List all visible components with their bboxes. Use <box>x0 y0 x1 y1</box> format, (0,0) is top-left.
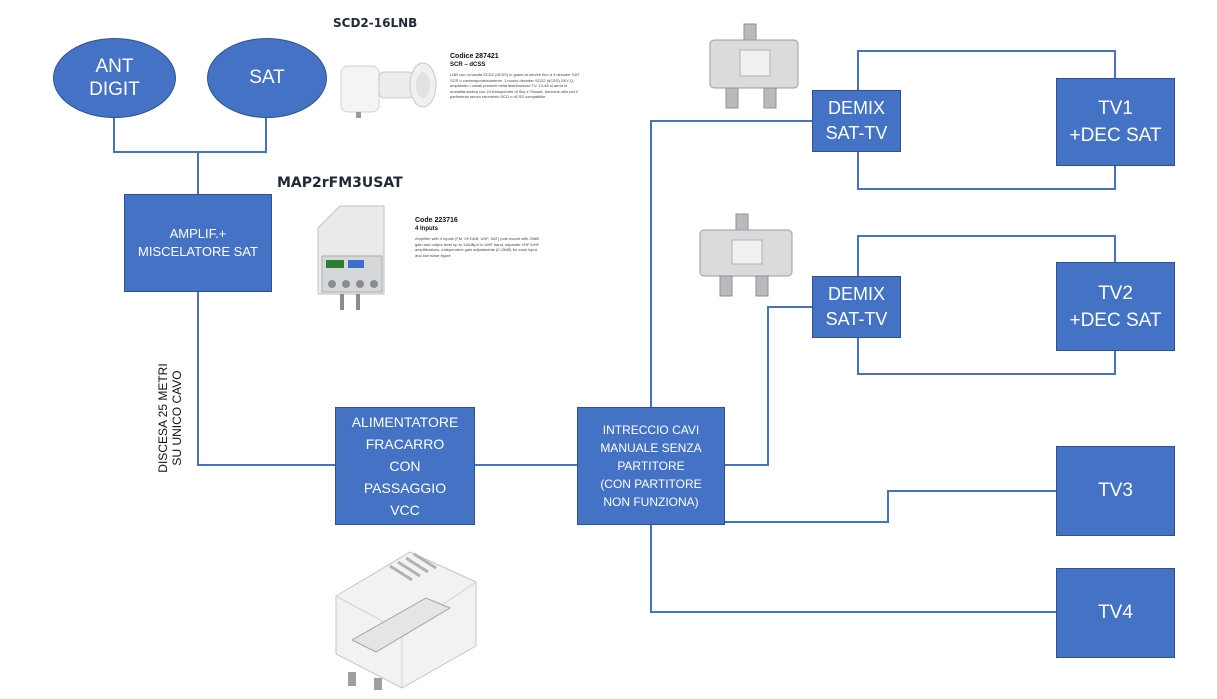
wire-amp-to-psu <box>197 292 335 466</box>
wire-demix2-loop <box>857 235 1116 276</box>
amplifier-description: Amplifier with 4 inputs (FM, III+DAB, UH… <box>415 236 540 258</box>
lnb-model-label: SCD2-16LNB <box>333 16 418 30</box>
lnb-subtitle: SCR – dCSS <box>450 62 486 68</box>
lnb-image <box>337 58 437 118</box>
amplifier-code: Code 223716 <box>415 217 458 224</box>
wire-demix2-to-tv2 <box>857 338 1116 375</box>
demix-box-1: DEMIX SAT-TV <box>812 90 901 152</box>
cable-drop-label: DISCESA 25 METRI SU UNICO CAVO <box>156 363 184 473</box>
wire-demix1-loop <box>857 50 1116 90</box>
tv3-box: TV3 <box>1056 446 1175 536</box>
tv1-box: TV1 +DEC SAT <box>1056 78 1175 166</box>
lnb-spec: Codice 287421 SCR – dCSS LNB con un'usci… <box>450 52 580 100</box>
wire-junction-to-tv4 <box>650 525 1056 613</box>
amplifier-subtitle: 4 Inputs <box>415 226 439 232</box>
wire-junction-to-demix1 <box>650 120 812 407</box>
ant-digit-node: ANT DIGIT <box>53 38 176 118</box>
amplifier-mixer-box: AMPLIF.+ MISCELATORE SAT <box>124 194 272 292</box>
wire-junction-to-tv3 <box>725 490 1056 523</box>
power-supply-box: ALIMENTATORE FRACARRO CON PASSAGGIO VCC <box>335 407 475 525</box>
lnb-description: LNB con un'uscita SCD2 (dCSS) in grado d… <box>450 72 580 99</box>
wire-sat-to-amp <box>198 118 267 153</box>
cable-junction-box: INTRECCIO CAVI MANUALE SENZA PARTITORE (… <box>577 407 725 525</box>
power-supply-image <box>330 536 480 694</box>
tv2-box: TV2 +DEC SAT <box>1056 262 1175 351</box>
wire-ant-to-amp <box>113 118 199 194</box>
splitter-image-2 <box>694 212 798 306</box>
sat-node: SAT <box>207 38 327 118</box>
demix-box-2: DEMIX SAT-TV <box>812 276 901 338</box>
splitter-image-1 <box>704 22 804 118</box>
wire-junction-to-demix2 <box>725 306 812 466</box>
amplifier-image <box>310 200 390 318</box>
lnb-code: Codice 287421 <box>450 53 499 60</box>
tv4-box: TV4 <box>1056 568 1175 658</box>
amplifier-spec: Code 223716 4 Inputs Amplifier with 4 in… <box>415 216 540 258</box>
amplifier-model-label: MAP2rFM3USAT <box>277 175 403 191</box>
wire-demix1-to-tv1 <box>857 152 1116 190</box>
